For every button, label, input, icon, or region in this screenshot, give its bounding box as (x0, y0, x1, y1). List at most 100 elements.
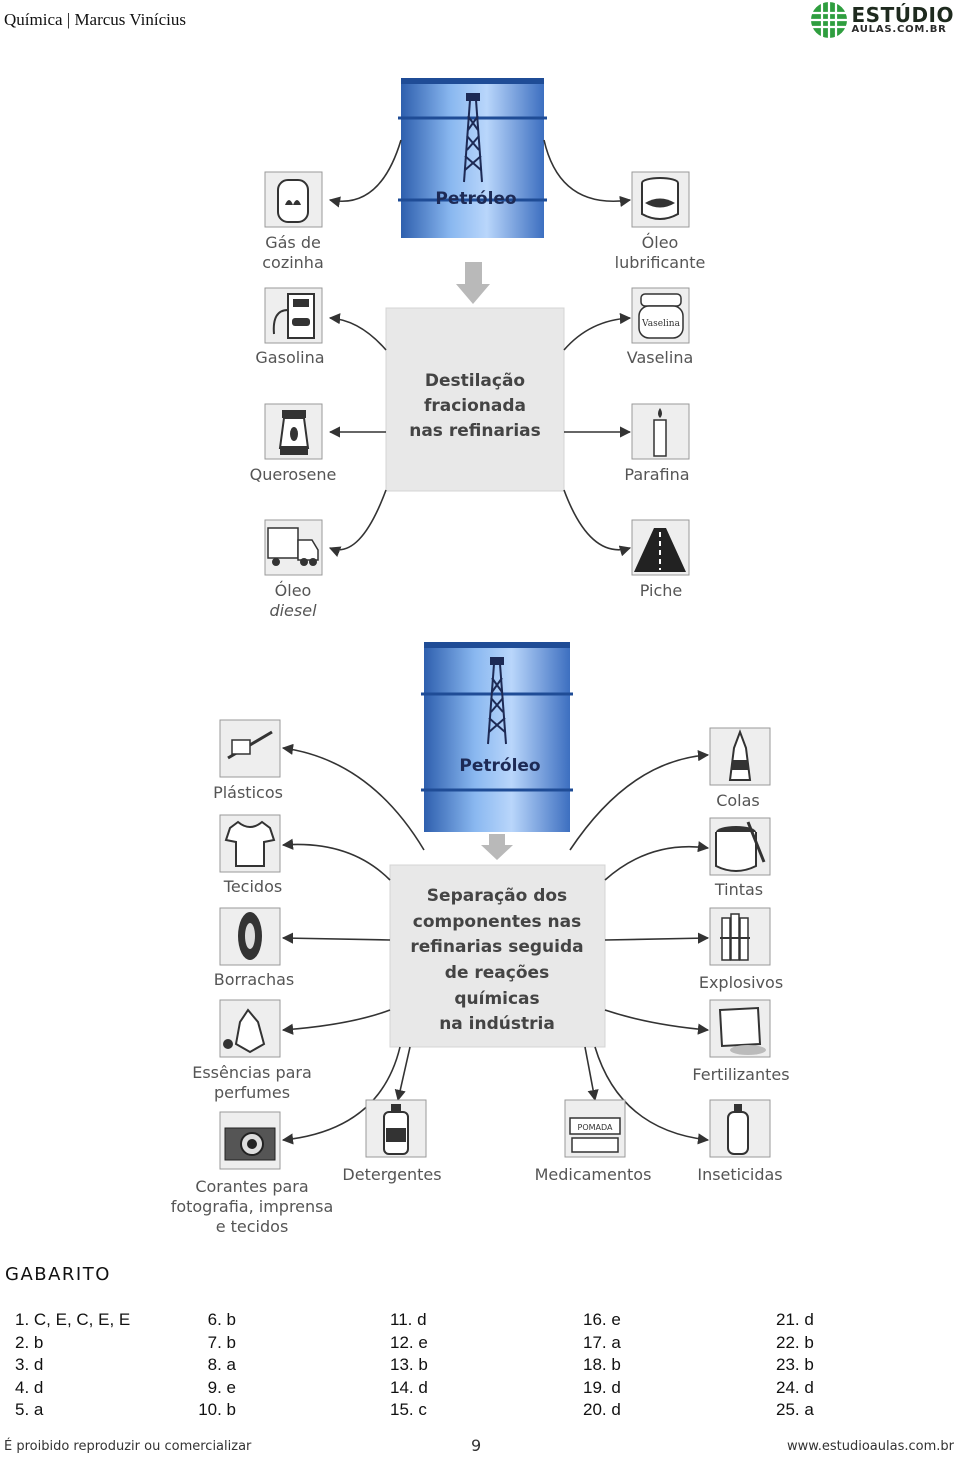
fuel-pump-icon (264, 287, 323, 344)
label-essencias-line-2: perfumes (214, 1083, 290, 1102)
gabarito-title: GABARITO (5, 1264, 111, 1285)
logo-sub-text: AULAS.COM.BR (851, 24, 947, 35)
label-corantes-line-1: Corantes para (195, 1177, 308, 1196)
paint-can-icon (709, 817, 771, 876)
answer-column-2: 6. b 7. b 8. a 9. e 10. b (196, 1309, 236, 1422)
drum-label-2: Petróleo (459, 756, 540, 776)
oil-drum-1 (398, 78, 547, 238)
lantern-icon (264, 403, 323, 460)
label-gasolina: Gasolina (255, 348, 324, 367)
answer-item: 8. a (207, 1355, 236, 1374)
answer-item: 1. C, E, C, E, E (15, 1310, 131, 1329)
label-gas-line-2: cozinha (262, 253, 324, 272)
camera-icon (219, 1111, 281, 1170)
center-text-2-line-4: de reações (445, 963, 549, 983)
answer-column-1: 1. C, E, C, E, E 2. b 3. d 4. d 5. a (15, 1309, 130, 1422)
label-oleo-diesel-line-2: diesel (269, 601, 317, 620)
center-text-2-line-1: Separação dos (427, 886, 567, 906)
answer-item: 13. b (390, 1355, 428, 1374)
label-essencias-line-1: Essências para (192, 1063, 312, 1082)
footer-site-link[interactable]: www.estudioaulas.com.br (787, 1439, 954, 1454)
down-arrow-icon-1 (456, 262, 490, 304)
tire-icon (219, 907, 281, 966)
logo-main-text: ESTÚDIO (851, 3, 954, 27)
answer-item: 19. d (583, 1377, 621, 1397)
medicine-icon: POMADA (564, 1099, 626, 1158)
answer-item: 7. b (207, 1332, 236, 1352)
center-text-2-line-2: componentes nas (413, 912, 581, 932)
plastic-icon (219, 719, 281, 778)
label-colas: Colas (716, 791, 760, 810)
center-text-1-line-2: fracionada (424, 396, 526, 416)
label-borrachas: Borrachas (214, 970, 295, 989)
answer-item: 11. d (390, 1310, 427, 1329)
road-icon (631, 519, 690, 576)
page-number: 9 (471, 1436, 482, 1455)
answer-item: 3. d (15, 1355, 44, 1374)
label-medicamentos: Medicamentos (535, 1165, 652, 1184)
answer-item: 22. b (776, 1332, 814, 1352)
answer-item: 2. b (15, 1332, 44, 1352)
answer-item: 9. e (207, 1377, 236, 1397)
connectors-1 (328, 139, 632, 557)
answer-column-4: 16. e 17. a 18. b 19. d 20. d (583, 1309, 621, 1422)
down-arrow-icon-2 (481, 834, 513, 860)
center-text-2-line-3: refinarias seguida (410, 937, 583, 957)
answer-item: 14. d (390, 1377, 428, 1397)
label-tintas: Tintas (714, 880, 763, 899)
answer-item: 21. d (776, 1310, 814, 1329)
petroleum-diagrams: Petróleo Destilação fracionada nas refin… (171, 78, 790, 1236)
fertilizer-bag-icon (709, 999, 771, 1058)
answer-item: 16. e (583, 1310, 621, 1329)
answer-item: 4. d (15, 1377, 44, 1397)
gas-cylinder-icon (264, 171, 323, 228)
jar-label-text: Vaselina (641, 319, 681, 329)
tshirt-icon (219, 814, 281, 873)
answer-item: 15. c (390, 1400, 427, 1419)
answer-item: 12. e (390, 1332, 428, 1352)
separation-box (389, 864, 606, 1048)
oil-derrick-icon-2 (487, 657, 507, 745)
oil-derrick-icon-1 (463, 93, 483, 183)
connectors-2 (281, 743, 710, 1145)
center-text-1-line-1: Destilação (425, 371, 525, 391)
glue-icon (709, 727, 771, 786)
drum-label-1: Petróleo (435, 189, 516, 209)
center-text-2-line-6: na indústria (439, 1014, 555, 1034)
label-oleo-diesel-line-1: Óleo (275, 581, 312, 600)
answer-item: 25. a (776, 1400, 814, 1419)
jar-icon: Vaselina (631, 287, 690, 344)
label-plasticos: Plásticos (213, 783, 283, 802)
label-corantes-line-3: e tecidos (216, 1217, 289, 1236)
truck-icon (264, 519, 323, 576)
globe-logo-icon (810, 2, 847, 38)
diagram-2: Petróleo Separação dos componentes nas r… (171, 642, 790, 1236)
answer-column-5: 21. d 22. b 23. b 24. d 25. a (776, 1309, 814, 1422)
label-gas-line-1: Gás de (265, 233, 321, 252)
answer-item: 6. b (207, 1310, 236, 1329)
candle-icon (631, 403, 690, 460)
answer-item: 17. a (583, 1332, 621, 1352)
answer-item: 23. b (776, 1355, 814, 1374)
oil-drum-2 (421, 642, 573, 832)
distillation-box (385, 307, 565, 492)
label-querosene: Querosene (250, 465, 337, 484)
label-vaselina: Vaselina (627, 348, 694, 367)
answer-column-3: 11. d 12. e 13. b 14. d 15. c (390, 1309, 428, 1422)
estudio-aulas-logo: ESTÚDIO AULAS.COM.BR (810, 2, 955, 38)
spray-can-icon (709, 1099, 771, 1158)
answer-item: 18. b (583, 1355, 621, 1374)
answer-item: 20. d (583, 1400, 621, 1419)
label-parafina: Parafina (624, 465, 689, 484)
center-text-2-line-5: químicas (454, 989, 539, 1009)
answer-item: 5. a (15, 1400, 44, 1419)
oil-can-icon (631, 171, 690, 228)
header-title: Química | Marcus Vinícius (4, 10, 186, 29)
label-corantes-line-2: fotografia, imprensa (171, 1197, 334, 1216)
label-fertilizantes: Fertilizantes (692, 1065, 789, 1084)
label-oleo-lubrificante-line-1: Óleo (642, 233, 679, 252)
diagram-1: Petróleo Destilação fracionada nas refin… (250, 78, 705, 620)
pomada-text: POMADA (578, 1123, 614, 1132)
label-explosivos: Explosivos (699, 973, 783, 992)
perfume-icon (219, 999, 281, 1058)
